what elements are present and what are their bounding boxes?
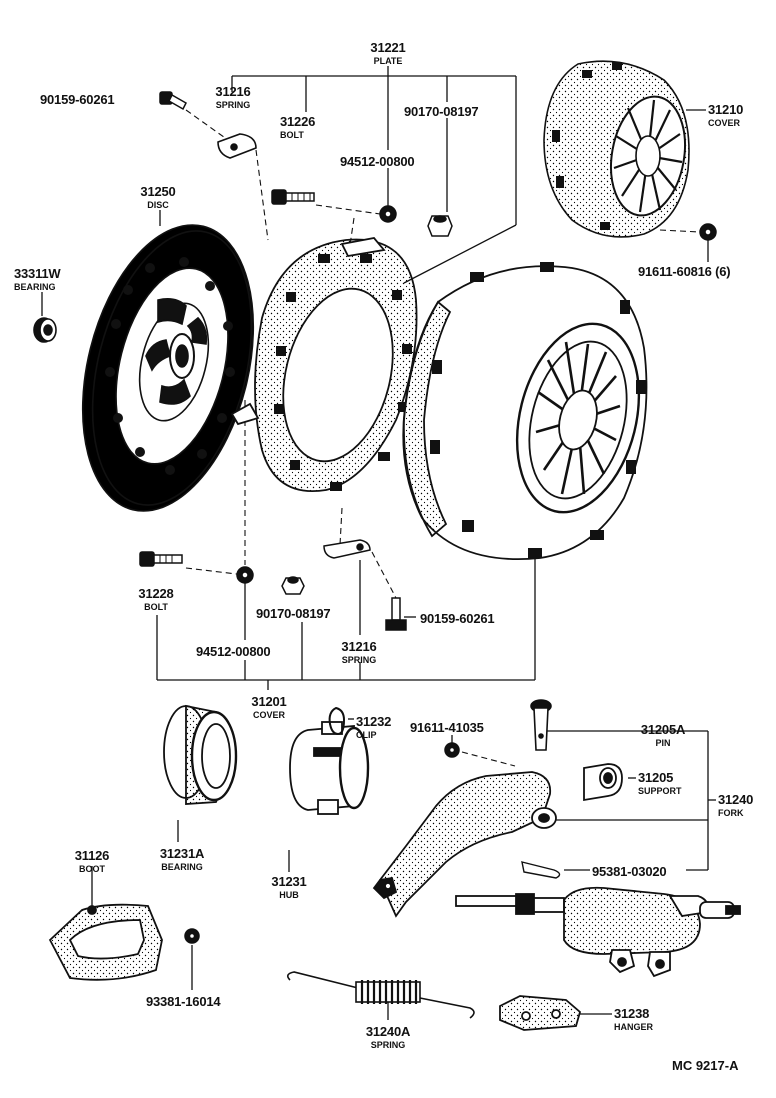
bolt-91611-41035: [444, 742, 460, 758]
label-91611-41035: 91611-41035: [410, 720, 484, 735]
clip-31232: [328, 706, 346, 736]
release-boot: [48, 903, 163, 981]
washer-94512-bottom: [236, 566, 254, 584]
bolt-91611-6: [699, 223, 717, 241]
spring-hanger: [499, 995, 582, 1031]
bolt-90159-top: [159, 91, 187, 111]
cotter-pin: [521, 861, 561, 879]
leader-lines: [41, 66, 716, 1020]
label-90159-bottom: 90159-60261: [420, 611, 495, 626]
label-31228: 31228 BOLT: [138, 586, 174, 612]
label-93381: 93381-16014: [146, 994, 221, 1009]
label-94512-bottom: 94512-00800: [196, 644, 271, 659]
label-95381: 95381-03020: [592, 864, 667, 879]
label-31238: 31238 HANGER: [614, 1006, 654, 1032]
clutch-disc: [81, 224, 255, 512]
label-90159-top: 90159-60261: [40, 92, 115, 107]
label-91611-6: 91611-60816 (6): [638, 264, 731, 279]
retracting-spring-top: [217, 133, 257, 159]
pilot-bearing: [33, 317, 57, 343]
label-31250: 31250 DISC: [140, 184, 176, 210]
label-94512-top: 94512-00800: [340, 154, 415, 169]
label-31216-bottom: 31216 SPRING: [341, 639, 377, 665]
label-31240: 31240 FORK: [718, 792, 754, 818]
fork-support: [583, 763, 623, 802]
bolt-31228: [139, 551, 183, 567]
label-31232: 31232 CLIP: [356, 714, 392, 740]
label-31231a: 31231A BEARING: [159, 846, 205, 872]
label-31226: 31226 BOLT: [280, 114, 316, 140]
nut-90170-top: [427, 215, 453, 237]
bolt-93381: [184, 928, 200, 944]
pressure-plate: [230, 237, 418, 492]
retracting-spring-bottom: [323, 539, 371, 559]
pivot-pin: [530, 699, 552, 751]
label-90170-bottom: 90170-08197: [256, 606, 331, 621]
clutch-cover-large: [402, 262, 648, 561]
figure-code: MC 9217-A: [672, 1058, 739, 1073]
label-31231: 31231 HUB: [271, 874, 307, 900]
label-31205: 31205 SUPPORT: [638, 770, 682, 796]
label-31240a: 31240A SPRING: [365, 1024, 411, 1050]
label-31216-top: 31216 SPRING: [215, 84, 251, 110]
label-33311w: 33311W BEARING: [14, 266, 61, 292]
nut-90170-bottom: [281, 576, 305, 595]
label-31201: 31201 COVER: [251, 694, 287, 720]
label-31205a: 31205A PIN: [640, 722, 686, 748]
dashed-alignment-lines: [185, 109, 701, 767]
washer-94512-top: [379, 205, 397, 223]
label-31221: 31221 PLATE: [370, 40, 406, 66]
label-31210: 31210 COVER: [708, 102, 744, 128]
release-bearing: [163, 704, 238, 805]
fork-return-spring: [286, 971, 475, 1019]
bolt-31226: [271, 189, 315, 205]
clutch-cover-small: [543, 60, 690, 238]
release-cylinder: [455, 886, 741, 978]
label-90170-top: 90170-08197: [404, 104, 479, 119]
bolt-90159-bottom: [385, 597, 407, 631]
label-31126: 31126 BOOT: [74, 848, 110, 874]
release-hub: [289, 721, 370, 815]
release-fork: [372, 771, 557, 918]
